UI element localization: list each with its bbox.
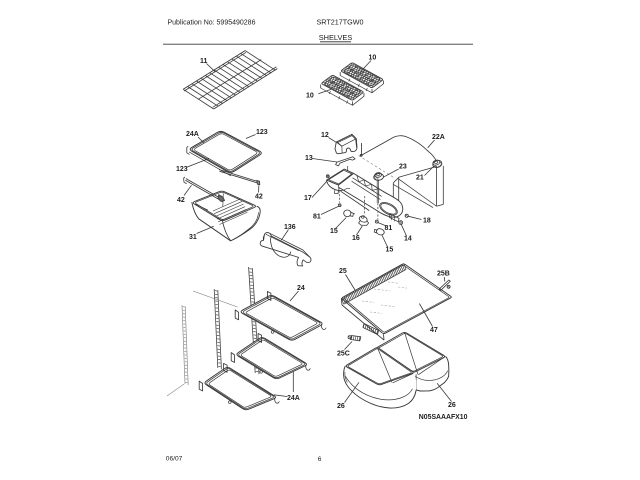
svg-text:47: 47 [430, 327, 438, 334]
svg-text:10: 10 [369, 55, 377, 62]
svg-text:N05SAAAFX10: N05SAAAFX10 [419, 414, 468, 421]
svg-text:24: 24 [297, 285, 305, 292]
svg-text:11: 11 [200, 58, 208, 65]
svg-text:18: 18 [423, 218, 431, 225]
svg-text:SRT217TGW0: SRT217TGW0 [317, 18, 364, 27]
svg-text:16: 16 [352, 235, 360, 242]
svg-text:123: 123 [176, 166, 188, 173]
svg-text:15: 15 [330, 228, 338, 235]
svg-text:42: 42 [255, 194, 263, 201]
svg-text:123: 123 [256, 129, 268, 136]
svg-text:31: 31 [189, 234, 197, 241]
svg-text:14: 14 [404, 236, 412, 243]
svg-text:25C: 25C [337, 351, 350, 358]
svg-text:15: 15 [386, 247, 394, 254]
svg-text:6: 6 [318, 456, 322, 463]
svg-text:22A: 22A [432, 134, 445, 141]
svg-text:25B: 25B [437, 271, 450, 278]
svg-text:17: 17 [304, 195, 312, 202]
svg-text:26: 26 [448, 402, 456, 409]
svg-text:25: 25 [339, 268, 347, 275]
svg-text:23: 23 [399, 164, 407, 171]
svg-text:81: 81 [313, 214, 321, 221]
svg-text:SHELVES: SHELVES [319, 33, 353, 42]
svg-text:12: 12 [321, 132, 329, 139]
svg-text:42: 42 [177, 197, 185, 204]
svg-text:21: 21 [416, 175, 424, 182]
svg-text:24A: 24A [186, 131, 199, 138]
svg-text:24A: 24A [287, 395, 300, 402]
svg-text:Publication No: 5995490286: Publication No: 5995490286 [168, 20, 256, 27]
svg-text:26: 26 [337, 403, 345, 410]
svg-text:06/07: 06/07 [166, 456, 183, 463]
svg-text:136: 136 [284, 224, 296, 231]
svg-text:13: 13 [305, 155, 313, 162]
svg-text:81: 81 [385, 225, 393, 232]
svg-text:10: 10 [306, 93, 314, 100]
